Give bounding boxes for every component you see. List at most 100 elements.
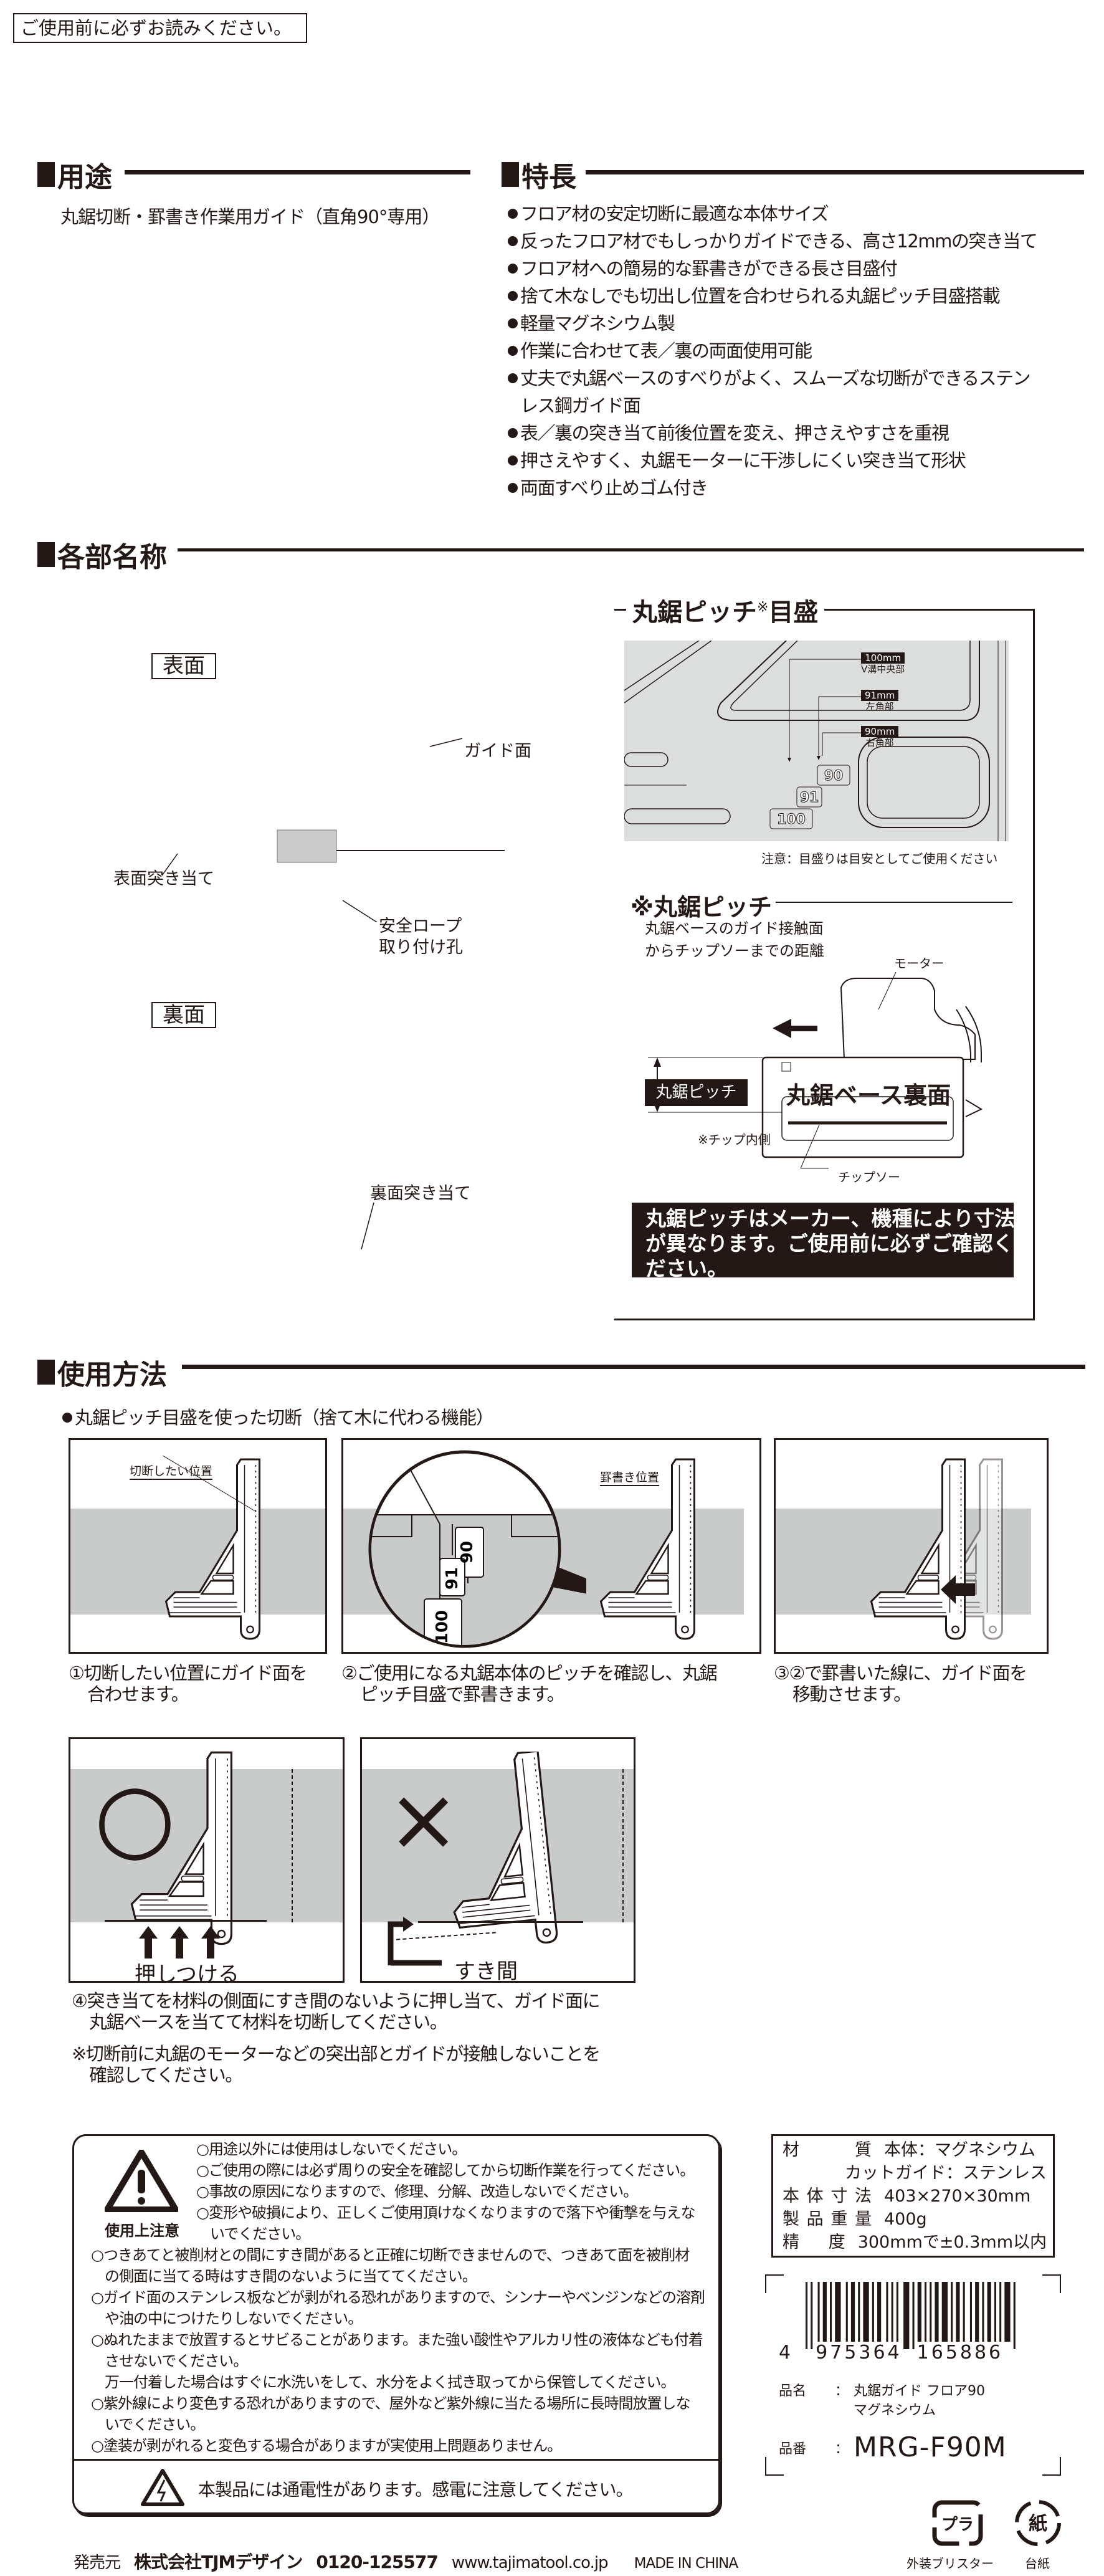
parts-heading: 各部名称: [37, 535, 167, 575]
product-number: 品番：MRG-F90M: [779, 2431, 1007, 2463]
barcode-bar: [994, 2282, 996, 2342]
barcode-bar: [963, 2282, 965, 2342]
move-arrow-icon: [941, 1575, 975, 1604]
plastic-label: 外装ブリスター: [907, 2556, 994, 2571]
feature-item: 表／裏の突き当て前後位置を変え、押さえやすさを重視: [508, 419, 1037, 447]
usage-rule: [125, 170, 470, 174]
guide-face-callout: ガイド面: [464, 742, 531, 761]
features-rule: [586, 170, 1084, 174]
step2-panel: 90 91 100 罫書き位置: [341, 1438, 761, 1654]
seller-key: 発売元: [74, 2554, 121, 2572]
barcode-bar: [982, 2282, 984, 2342]
electric-shock-icon: [141, 2469, 184, 2506]
paper-label: 台紙: [1025, 2556, 1050, 2571]
caution-top-list: ○用途以外には使用はしないでください。○ご使用の際には必ず周りの安全を確認してか…: [196, 2140, 695, 2243]
barcode-bar: [811, 2282, 813, 2349]
origin: MADE IN CHINA: [634, 2555, 739, 2572]
barcode-bar: [830, 2282, 832, 2342]
barcode-bar: [845, 2282, 848, 2342]
paper-recycle-icon: 紙: [1015, 2500, 1061, 2546]
step3-panel: [774, 1438, 1049, 1654]
rope-hole-callout: 安全ロープ取り付け孔: [379, 917, 463, 957]
contact-note: ※切断前に丸鋸のモーターなどの突出部とガイドが接触しないことを確認してください。: [72, 2043, 601, 2086]
barcode-bar: [877, 2282, 882, 2342]
feature-item: 両面すべり止めゴム付き: [508, 474, 1037, 502]
scale-note: 注意：目盛りは目安としてご使用ください: [761, 851, 998, 866]
tip-inner-label: ※チップ内側: [698, 1132, 771, 1147]
barcode-bar: [850, 2282, 855, 2342]
barcode-bar: [941, 2282, 948, 2342]
tip-saw-label: チップソー: [838, 1170, 900, 1185]
features-list: フロア材の安定切断に最適な本体サイズ 反ったフロア材でもしっかりガイドできる、高…: [508, 200, 1038, 502]
read-before-use-notice: ご使用前に必ずお読みください。: [13, 13, 307, 43]
barcode-bar: [956, 2282, 960, 2342]
mark-position-label: 罫書き位置: [600, 1468, 660, 1486]
barcode-bar: [822, 2282, 827, 2342]
gap-arrow-icon: [388, 1917, 442, 1966]
parts-rule: [178, 548, 1084, 551]
barcode-bar: [935, 2282, 939, 2342]
barcode-bar: [987, 2282, 991, 2342]
company-name: 株式会社TJMデザイン: [134, 2552, 303, 2572]
barcode-bar: [912, 2282, 915, 2349]
barcode-bar: [891, 2282, 893, 2342]
caution-label: 使用上注意: [105, 2222, 179, 2240]
step2-caption: ②ご使用になる丸鋸本体のピッチを確認し、丸鋸ピッチ目盛で罫書きます。: [341, 1662, 718, 1705]
caution-box: [72, 2134, 720, 2514]
back-side-label: 裏面: [151, 1002, 216, 1028]
spec-row: 材質本体：マグネシウム: [783, 2140, 1035, 2160]
website: www.tajimatool.co.jp: [451, 2554, 609, 2572]
saw-base-label: 丸鋸ベース裏面: [786, 1082, 951, 1109]
barcode-bar: [872, 2282, 874, 2342]
barcode-bar: [886, 2282, 888, 2342]
usage-text: 丸鋸切断・罫書き作業用ガイド（直角90°専用）: [60, 206, 440, 227]
pitch-warning: 丸鋸ピッチはメーカー、機種により寸法が異なります。ご使用前に必ずご確認ください。: [632, 1203, 1015, 1281]
feature-item: 捨て木なしでも切出し位置を合わせられる丸鋸ピッチ目盛搭載: [508, 282, 1037, 310]
barcode-bar: [903, 2282, 910, 2349]
zoom-scale-91: 91: [443, 1567, 462, 1590]
howto-heading: 使用方法: [37, 1352, 167, 1392]
pitch-definition-title: ※丸鋸ピッチ: [631, 894, 772, 921]
svg-text:紙: 紙: [1029, 2513, 1047, 2535]
barcode-bar: [930, 2282, 932, 2342]
caution-bottom-list: ○つきあてと被削材との間にすき間があると正確に切断できませんので、つきあて面を被…: [91, 2246, 705, 2454]
front-side-label: 表面: [151, 653, 216, 679]
zoom-circle: 90 91 100: [368, 1450, 586, 1648]
usage-heading: 用途: [37, 155, 112, 194]
barcode-bar: [896, 2282, 898, 2342]
pitch-scale-highlight: [277, 829, 337, 863]
pitch-scale-title: 丸鋸ピッチ※目盛: [626, 592, 825, 628]
barcode-bar: [1004, 2282, 1011, 2342]
footer: 発売元 株式会社TJMデザイン 0120-125577 www.tajimato…: [74, 2549, 738, 2574]
barcode-bar: [817, 2282, 820, 2342]
step4-caption: ④突き当てを材料の側面にすき間のないように押し当て、ガイド面に丸鋸ベースを当てて…: [72, 1990, 601, 2033]
zoom-scale-100: 100: [433, 1610, 452, 1644]
barcode-bar: [863, 2282, 869, 2342]
pitch-panel: [614, 609, 1035, 1320]
howto-bullet: 丸鋸ピッチ目盛を使った切断（捨て木に代わる機能）: [62, 1403, 494, 1431]
barcode-bar: [858, 2282, 860, 2342]
gap-label: すき間: [454, 1959, 518, 1983]
barcode-bar: [951, 2282, 953, 2342]
feature-item: 反ったフロア材でもしっかりガイドできる、高さ12mmの突き当て: [508, 227, 1038, 255]
cut-position-label: 切断したい位置: [130, 1462, 213, 1480]
feature-item: 軽量マグネシウム製: [508, 310, 1037, 337]
motor-shape: [840, 978, 976, 1060]
feature-item: 丈夫で丸鋸ベースのすべりがよく、スムーズな切断ができるステン: [508, 365, 1037, 392]
svg-text:プラ: プラ: [941, 2516, 974, 2534]
barcode-bar: [806, 2282, 808, 2349]
step1-caption: ①切断したい位置にガイド面を合わせます。: [69, 1662, 308, 1705]
guide-front-illustration: [156, 738, 505, 922]
step1-panel: 切断したい位置: [69, 1438, 327, 1654]
feature-item: 押さえやすく、丸鋸モーターに干渉しにくい突き当て形状: [508, 447, 1037, 474]
press-label: 押しつける: [135, 1962, 239, 1983]
scale-num-91: 91: [800, 790, 819, 806]
barcode-bar: [1013, 2282, 1016, 2349]
